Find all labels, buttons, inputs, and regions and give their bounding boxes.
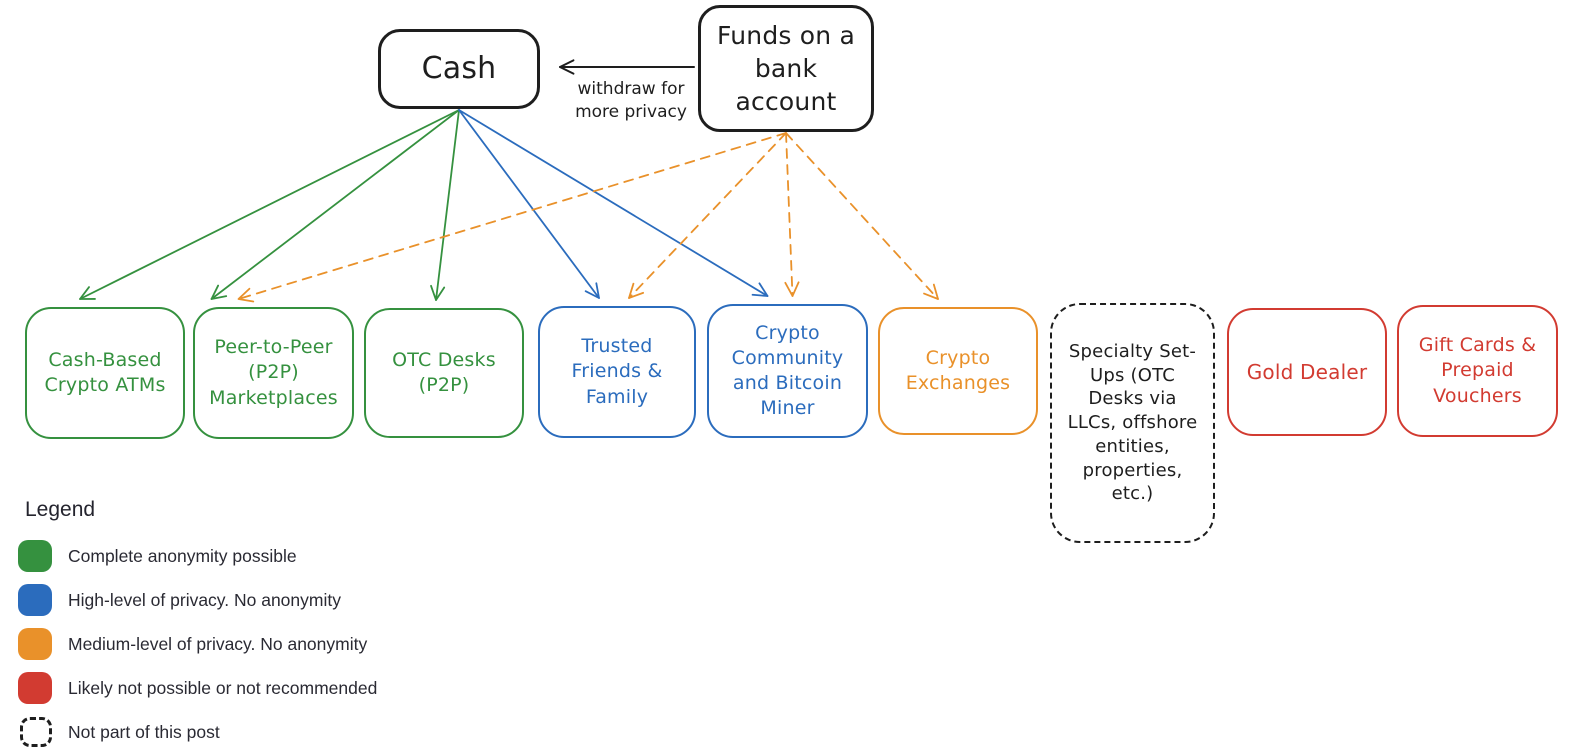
node-cash-based-crypto-atms: Cash-Based Crypto ATMs xyxy=(25,307,185,439)
node-trusted-friends-family: Trusted Friends & Family xyxy=(538,306,696,438)
node-funds-label: Funds on a bank account xyxy=(717,21,855,116)
legend-label-red: Likely not possible or not recommended xyxy=(68,677,378,698)
dashed-box-swatch-icon xyxy=(20,717,52,747)
red-swatch-icon xyxy=(18,672,52,704)
node-gift-cards-prepaid-vouchers: Gift Cards & Prepaid Vouchers xyxy=(1397,305,1558,437)
withdraw-arrow-label: withdraw for more privacy xyxy=(575,79,687,122)
legend: Legend Complete anonymity possible High-… xyxy=(18,498,377,754)
legend-row-dashed: Not part of this post xyxy=(18,710,377,754)
legend-row-red: Likely not possible or not recommended xyxy=(18,666,377,710)
legend-label-orange: Medium-level of privacy. No anonymity xyxy=(68,633,368,654)
legend-row-blue: High-level of privacy. No anonymity xyxy=(18,578,377,622)
legend-title: Legend xyxy=(25,498,96,521)
legend-label-green: Complete anonymity possible xyxy=(68,545,297,566)
legend-row-green: Complete anonymity possible xyxy=(18,534,377,578)
node-crypto-exchanges: Crypto Exchanges xyxy=(878,307,1038,435)
node-friends-label: Trusted Friends & Family xyxy=(571,335,663,408)
node-otc-label: OTC Desks (P2P) xyxy=(392,348,496,396)
node-gold-label: Gold Dealer xyxy=(1246,359,1368,384)
node-community-label: Crypto Community and Bitcoin Miner xyxy=(731,321,844,420)
node-p2p-marketplaces: Peer-to-Peer (P2P) Marketplaces xyxy=(193,307,354,439)
node-atms-label: Cash-Based Crypto ATMs xyxy=(44,348,166,396)
node-gold-dealer: Gold Dealer xyxy=(1227,308,1387,436)
node-specialty-set-ups: Specialty Set-Ups (OTC Desks via LLCs, o… xyxy=(1050,303,1215,543)
orange-swatch-icon xyxy=(18,628,52,660)
legend-label-dashed: Not part of this post xyxy=(68,721,220,742)
green-swatch-icon xyxy=(18,540,52,572)
blue-swatch-icon xyxy=(18,584,52,616)
node-otc-desks-p2p: OTC Desks (P2P) xyxy=(364,308,524,438)
node-p2p-label: Peer-to-Peer (P2P) Marketplaces xyxy=(209,336,338,409)
node-cash: Cash xyxy=(378,29,540,109)
node-crypto-community-bitcoin-miner: Crypto Community and Bitcoin Miner xyxy=(707,304,868,438)
node-cash-label: Cash xyxy=(421,51,497,87)
node-exchanges-label: Crypto Exchanges xyxy=(905,346,1011,394)
node-gift-label: Gift Cards & Prepaid Vouchers xyxy=(1418,334,1537,407)
legend-label-blue: High-level of privacy. No anonymity xyxy=(68,589,341,610)
node-specialty-label: Specialty Set-Ups (OTC Desks via LLCs, o… xyxy=(1067,340,1198,505)
node-funds-on-bank-account: Funds on a bank account xyxy=(698,5,874,132)
legend-row-orange: Medium-level of privacy. No anonymity xyxy=(18,622,377,666)
